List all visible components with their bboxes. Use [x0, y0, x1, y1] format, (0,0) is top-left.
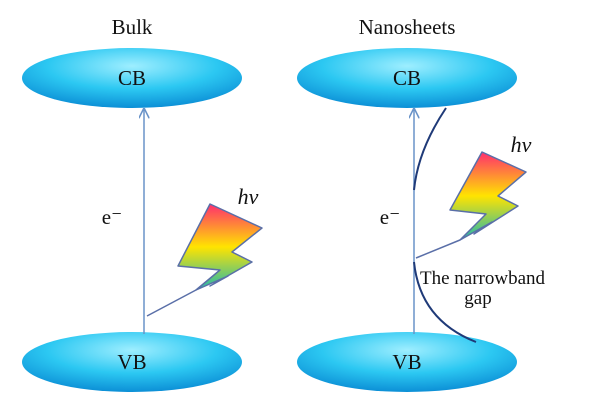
- bulk-photon-bolt: [177, 203, 263, 291]
- nanosheets-bolt-tail: [415, 239, 461, 259]
- nanosheets-valence-band: [297, 332, 517, 392]
- nanosheets-electron-label: e⁻: [380, 205, 400, 229]
- narrowband-annotation-line1: The narrowband: [420, 268, 546, 289]
- bulk-photon-label: hν: [238, 184, 259, 209]
- nanosheets-cb-label: CB: [393, 66, 421, 90]
- nanosheets-vb-label: VB: [392, 350, 421, 374]
- bulk-panel: Bulk CB VB e⁻ hν: [22, 15, 263, 392]
- nanosheets-photon-bolt: [449, 151, 527, 241]
- nanosheets-panel: Nanosheets CB VB e⁻ hν The narrowband ga…: [297, 15, 546, 392]
- bulk-conduction-band: [22, 48, 242, 108]
- bulk-title: Bulk: [112, 15, 153, 39]
- narrowband-annotation-line2: gap: [464, 288, 491, 309]
- bulk-cb-label: CB: [118, 66, 146, 90]
- nanosheets-gap-curve-top: [413, 107, 447, 191]
- nanosheets-title: Nanosheets: [359, 15, 456, 39]
- bulk-valence-band: [22, 332, 242, 392]
- bulk-vb-label: VB: [117, 350, 146, 374]
- nanosheets-gap-curve-bottom: [413, 261, 477, 343]
- nanosheets-photon-label: hν: [511, 132, 532, 157]
- bulk-bolt-tail: [146, 289, 197, 317]
- nanosheets-conduction-band: [297, 48, 517, 108]
- bulk-electron-label: e⁻: [102, 205, 122, 229]
